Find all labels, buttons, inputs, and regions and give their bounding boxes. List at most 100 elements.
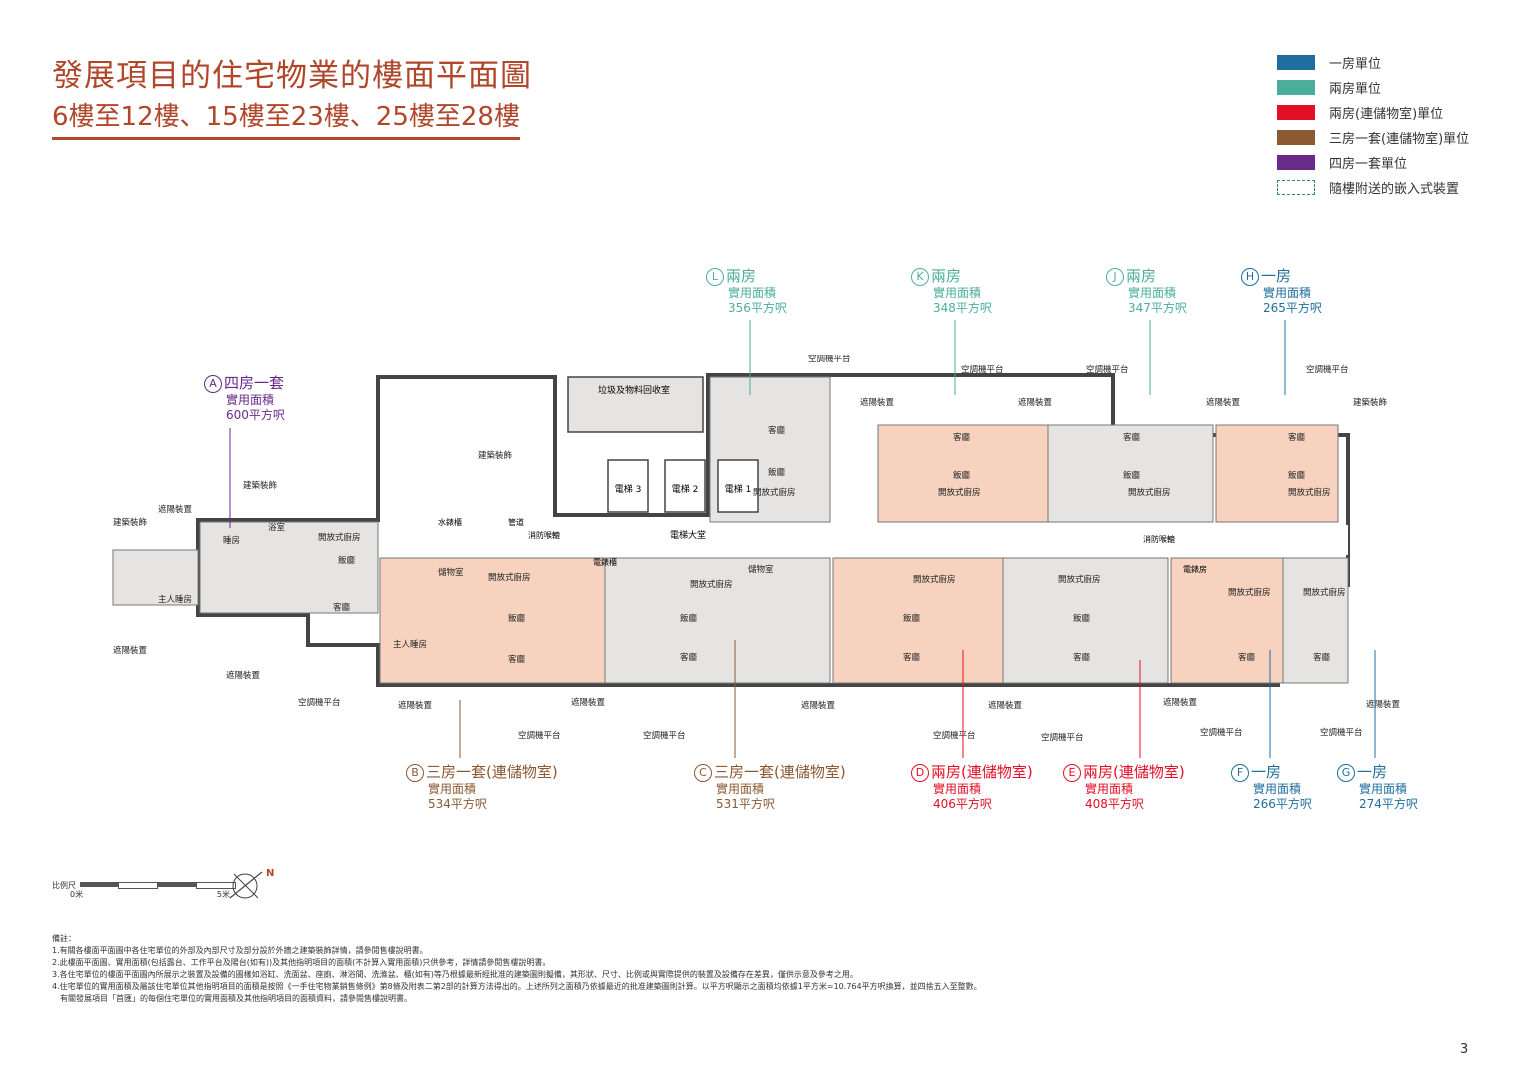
legend-label: 三房一套(連儲物室)單位 — [1329, 132, 1470, 147]
living-K: 客廳 — [953, 432, 971, 443]
unit-type-text: 四房一套 — [224, 374, 285, 392]
dining-H: 飯廳 — [1288, 470, 1306, 481]
unit-letter-icon: F — [1231, 764, 1249, 782]
north-arrow-icon — [229, 871, 263, 899]
legend-row: 兩房單位 — [1277, 75, 1469, 100]
scale-start: 0米 — [70, 890, 84, 899]
kitchen-F: 開放式廚房 — [1228, 587, 1271, 598]
unit-area-label: 實用面積 — [716, 782, 765, 796]
unit-area-label: 實用面積 — [428, 782, 477, 796]
living-J: 客廳 — [1123, 432, 1141, 443]
unit-type-text: 一房 — [1357, 763, 1388, 781]
kitchen-H: 開放式廚房 — [1288, 487, 1331, 498]
north-arrow: N — [228, 866, 278, 910]
legend-label: 兩房單位 — [1329, 82, 1382, 97]
unit-letter-icon: D — [911, 764, 929, 782]
kitchen-K: 開放式廚房 — [938, 487, 981, 498]
unit-letter-icon: K — [911, 268, 929, 286]
ac-platform-j: 空調機平台 — [1086, 364, 1129, 375]
legend-swatch — [1277, 155, 1315, 170]
unit-area-label: 實用面積 — [1359, 782, 1408, 796]
sunshade-l: 遮陽裝置 — [860, 397, 895, 408]
living-C: 客廳 — [680, 652, 698, 663]
ac-platform-l: 空調機平台 — [808, 355, 851, 364]
master-bedroom-A: 主人睡房 — [158, 594, 192, 605]
living-B: 客廳 — [508, 654, 526, 665]
unit-A-area — [112, 521, 379, 614]
unit-area-value: 600平方呎 — [226, 408, 285, 422]
unit-area-label: 實用面積 — [226, 393, 275, 407]
unit-letter-icon: G — [1337, 764, 1355, 782]
north-label: N — [266, 868, 275, 879]
dining-K: 飯廳 — [953, 470, 971, 481]
unit-H-area — [1215, 424, 1339, 523]
legend-row: 一房單位 — [1277, 50, 1469, 75]
unit-area-label: 實用面積 — [1085, 782, 1134, 796]
unit-area-label: 實用面積 — [1128, 286, 1177, 300]
unit-area-label: 實用面積 — [933, 286, 982, 300]
living-A: 客廳 — [333, 602, 351, 613]
floor-plan: 電梯 3 電梯 2 電梯 1 電梯大堂 垃圾及物料回收室 消防喉轆 消防喉轆 水… — [108, 353, 1408, 769]
sunshade-j: 遮陽裝置 — [1206, 397, 1241, 408]
unit-type-text: 兩房 — [726, 267, 757, 285]
unit-area-value: 531平方呎 — [716, 797, 775, 811]
unit-area-value: 348平方呎 — [933, 301, 992, 315]
kitchen-J: 開放式廚房 — [1128, 487, 1171, 498]
sunshade-f: 遮陽裝置 — [1163, 697, 1198, 708]
ac-platform-e: 空調機平台 — [1041, 732, 1084, 743]
unit-letter-icon: L — [706, 268, 724, 286]
unit-type-text: 兩房(連儲物室) — [931, 763, 1033, 781]
note-line: 3.各住宅單位的樓面平面圖內所展示之裝置及設備的圖樣如浴缸、洗面盆、座廁、淋浴間… — [52, 970, 858, 979]
sunshade-b: 遮陽裝置 — [398, 700, 433, 711]
fire-hose-label-1: 消防喉轆 — [528, 530, 560, 540]
page-number: 3 — [1460, 1042, 1469, 1057]
duct-label: 管道 — [508, 517, 524, 527]
unit-area-value: 356平方呎 — [728, 301, 787, 315]
legend-swatch — [1277, 105, 1315, 120]
core — [567, 376, 759, 513]
kitchen-G: 開放式廚房 — [1303, 587, 1346, 598]
electric-meter-label: 電錶櫃 — [593, 557, 617, 567]
unit-letter-icon: B — [406, 764, 424, 782]
fire-hose-label-2: 消防喉轆 — [1143, 534, 1175, 544]
dining-E: 飯廳 — [1073, 613, 1091, 624]
unit-C-area — [604, 557, 831, 684]
floor-range-subtitle: 6樓至12樓、15樓至23樓、25樓至28樓 — [52, 96, 520, 140]
unit-letter-icon: A — [204, 375, 222, 393]
legend: 一房單位兩房單位兩房(連儲物室)單位三房一套(連儲物室)單位四房一套單位隨樓附送… — [1277, 50, 1469, 200]
refuse-room-label: 垃圾及物料回收室 — [598, 384, 670, 396]
dining-B: 飯廳 — [508, 613, 526, 624]
unit-area-value: 266平方呎 — [1253, 797, 1312, 811]
living-G: 客廳 — [1313, 652, 1331, 663]
legend-swatch — [1277, 55, 1315, 70]
legend-label: 一房單位 — [1329, 57, 1382, 72]
ac-platform-c: 空調機平台 — [643, 730, 686, 741]
unit-letter-icon: E — [1063, 764, 1081, 782]
unit-type-text: 一房 — [1261, 267, 1292, 285]
ac-platform-b: 空調機平台 — [518, 730, 561, 741]
scale-bar: 比例尺 0米 5米 — [52, 880, 236, 900]
legend-swatch — [1277, 180, 1315, 195]
unit-B-area — [379, 557, 606, 684]
lift-lobby-label: 電梯大堂 — [670, 529, 706, 541]
living-E: 客廳 — [1073, 652, 1091, 663]
storeroom-C: 儲物室 — [748, 564, 774, 575]
architectural-feature-top: 建築裝飾 — [478, 450, 512, 461]
water-meter-label: 水錶櫃 — [438, 517, 462, 527]
unit-K-area — [877, 424, 1049, 523]
sunshade-g: 遮陽裝置 — [1366, 699, 1401, 710]
unit-area-value: 265平方呎 — [1263, 301, 1322, 315]
